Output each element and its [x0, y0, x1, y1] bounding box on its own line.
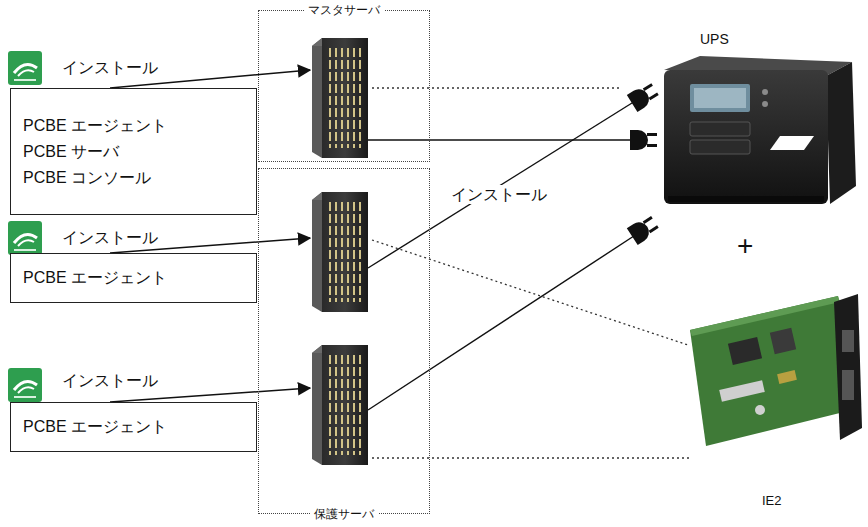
software-box: PCBE エージェントPCBE サーバPCBE コンソール: [10, 88, 257, 215]
network-card: [690, 294, 862, 446]
install-label: インストール: [62, 228, 158, 247]
install-label: インストール: [448, 185, 550, 204]
server-group: マスタサーバ: [258, 10, 430, 162]
power-plug: [627, 214, 661, 245]
software-name: PCBE エージェント: [23, 113, 167, 139]
network-line: [372, 457, 690, 458]
software-name: PCBE エージェント: [23, 265, 167, 291]
install-label: インストール: [62, 371, 158, 390]
software-box: PCBE エージェント: [10, 253, 257, 303]
network-line: [372, 87, 622, 88]
install-icon: [8, 221, 42, 255]
install-icon: [8, 368, 42, 402]
group-label: 保護サーバ: [310, 507, 378, 521]
network-line: [372, 240, 688, 345]
plus-sign: +: [737, 229, 753, 263]
power-plug: [627, 81, 660, 112]
group-label: マスタサーバ: [304, 3, 384, 17]
ups-unit: [664, 56, 856, 204]
power-cord: [368, 232, 640, 410]
install-label: インストール: [62, 58, 158, 77]
server-tower: [312, 38, 368, 158]
install-icon: [8, 51, 42, 85]
device-label: UPS: [700, 31, 729, 48]
software-name: PCBE エージェント: [23, 414, 167, 440]
server-tower: [312, 345, 368, 465]
install-arrow: [110, 388, 310, 402]
power-cord: [368, 139, 636, 140]
server-group: 保護サーバ: [258, 168, 430, 514]
software-name: PCBE サーバ: [23, 139, 119, 165]
software-name: PCBE コンソール: [23, 165, 151, 191]
power-cord: [368, 98, 640, 268]
power-plug: [630, 130, 657, 150]
software-box: PCBE エージェント: [10, 402, 257, 452]
device-label: IE2: [762, 493, 782, 509]
server-tower: [312, 192, 368, 312]
